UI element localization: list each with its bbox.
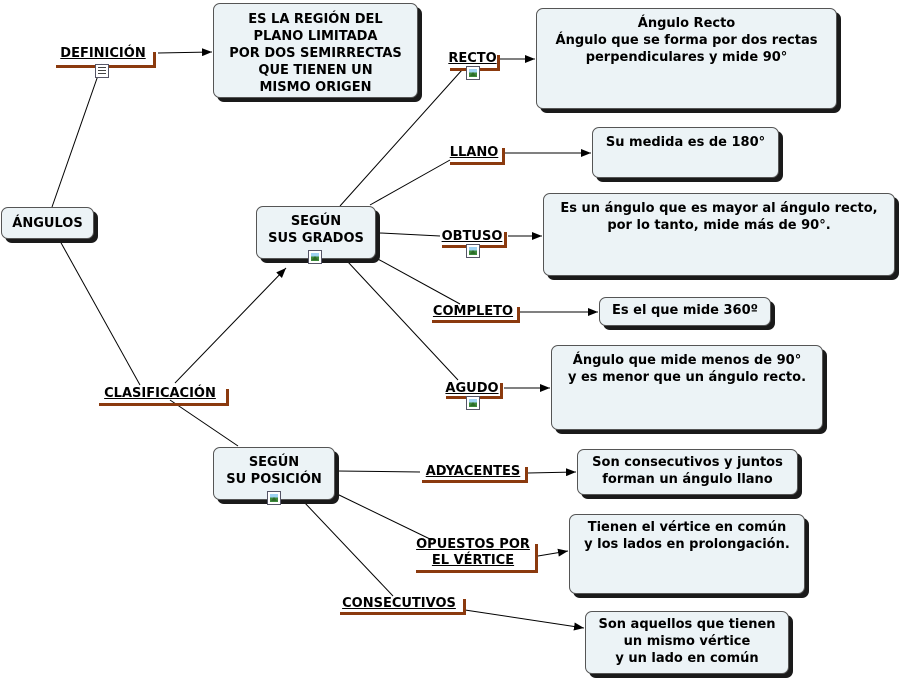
line-angulos-definicion — [51, 63, 103, 208]
link-llano-side — [502, 148, 505, 165]
line-grados-agudo — [347, 261, 459, 381]
line-grados-completo — [375, 257, 461, 305]
link-opuestos-underline — [416, 570, 538, 573]
node-angulos: ÁNGULOS — [1, 207, 94, 239]
link-agudo-side — [500, 383, 503, 399]
link-llano: LLANO — [446, 145, 502, 161]
link-adyacentes-label: ADYACENTES — [425, 464, 521, 479]
node-definicion-text: ES LA REGIÓN DEL PLANO LIMITADA POR DOS … — [213, 3, 418, 98]
line-grados-recto — [339, 69, 463, 207]
link-consecutivos: CONSECUTIVOS — [335, 596, 463, 612]
link-completo-label: COMPLETO — [432, 304, 514, 319]
link-consecutivos-side — [463, 599, 466, 615]
line-grados-llano — [369, 159, 451, 206]
link-obtuso-label: OBTUSO — [441, 229, 503, 244]
obtuso-image-icon[interactable] — [466, 244, 480, 258]
link-consecutivos-underline — [340, 612, 466, 615]
arrow-opuestos — [537, 548, 569, 557]
node-adyacentes-text: Son consecutivos y juntos forman un ángu… — [577, 449, 798, 495]
link-completo: COMPLETO — [428, 304, 518, 320]
link-consecutivos-label: CONSECUTIVOS — [342, 596, 456, 611]
arrow-adyacentes — [527, 468, 577, 477]
link-llano-label: LLANO — [449, 145, 499, 160]
link-adyacentes-underline — [422, 480, 528, 483]
document-icon[interactable] — [95, 64, 109, 78]
node-recto-text: Ángulo Recto Ángulo que se forma por dos… — [536, 8, 837, 109]
link-opuestos-side — [535, 544, 538, 573]
node-llano-text: Su medida es de 180° — [592, 127, 779, 178]
link-opuestos: OPUESTOS POR EL VÉRTICE — [410, 537, 536, 569]
arrow-consecutivos — [464, 609, 585, 631]
link-adyacentes: ADYACENTES — [419, 464, 527, 480]
link-agudo: AGUDO — [442, 381, 502, 397]
node-opuestos-text: Tienen el vértice en común y los lados e… — [569, 514, 805, 594]
link-obtuso: OBTUSO — [438, 229, 506, 245]
line-posicion-opuestos — [336, 493, 433, 541]
link-definicion-label: DEFINICIÓN — [60, 46, 146, 61]
link-recto: RECTO — [445, 51, 500, 67]
link-clasificacion-underline — [99, 403, 229, 406]
link-llano-underline — [450, 162, 505, 165]
agudo-image-icon[interactable] — [466, 396, 480, 410]
link-clasificacion-side — [226, 389, 229, 406]
link-adyacentes-side — [525, 467, 528, 483]
link-clasificacion: CLASIFICACIÓN — [95, 386, 225, 402]
link-definicion: DEFINICIÓN — [52, 46, 154, 62]
segun-grados-image-icon[interactable] — [308, 250, 322, 264]
line-posicion-adyacentes — [336, 470, 421, 473]
node-agudo-text: Ángulo que mide menos de 90° y es menor … — [551, 345, 823, 430]
link-recto-side — [497, 55, 500, 71]
link-opuestos-label: OPUESTOS POR EL VÉRTICE — [416, 537, 530, 568]
arrow-clasificacion-grados — [174, 267, 287, 384]
segun-posicion-image-icon[interactable] — [267, 491, 281, 505]
line-angulos-clasificacion — [59, 240, 141, 386]
line-posicion-consecutivos — [303, 501, 394, 597]
link-recto-label: RECTO — [448, 51, 497, 66]
node-completo-text: Es el que mide 360º — [599, 297, 771, 326]
link-agudo-label: AGUDO — [445, 381, 499, 396]
link-obtuso-side — [504, 232, 507, 248]
arrow-definicion — [157, 48, 213, 57]
line-grados-obtuso — [379, 232, 441, 237]
link-clasificacion-label: CLASIFICACIÓN — [104, 386, 216, 401]
recto-image-icon[interactable] — [466, 66, 480, 80]
node-consecutivos-text: Son aquellos que tienen un mismo vértice… — [585, 611, 789, 674]
line-clasificacion-posicion — [169, 399, 239, 447]
node-obtuso-text: Es un ángulo que es mayor al ángulo rect… — [543, 193, 895, 276]
link-completo-underline — [432, 320, 520, 323]
link-completo-side — [517, 307, 520, 323]
link-definicion-side — [153, 52, 156, 68]
